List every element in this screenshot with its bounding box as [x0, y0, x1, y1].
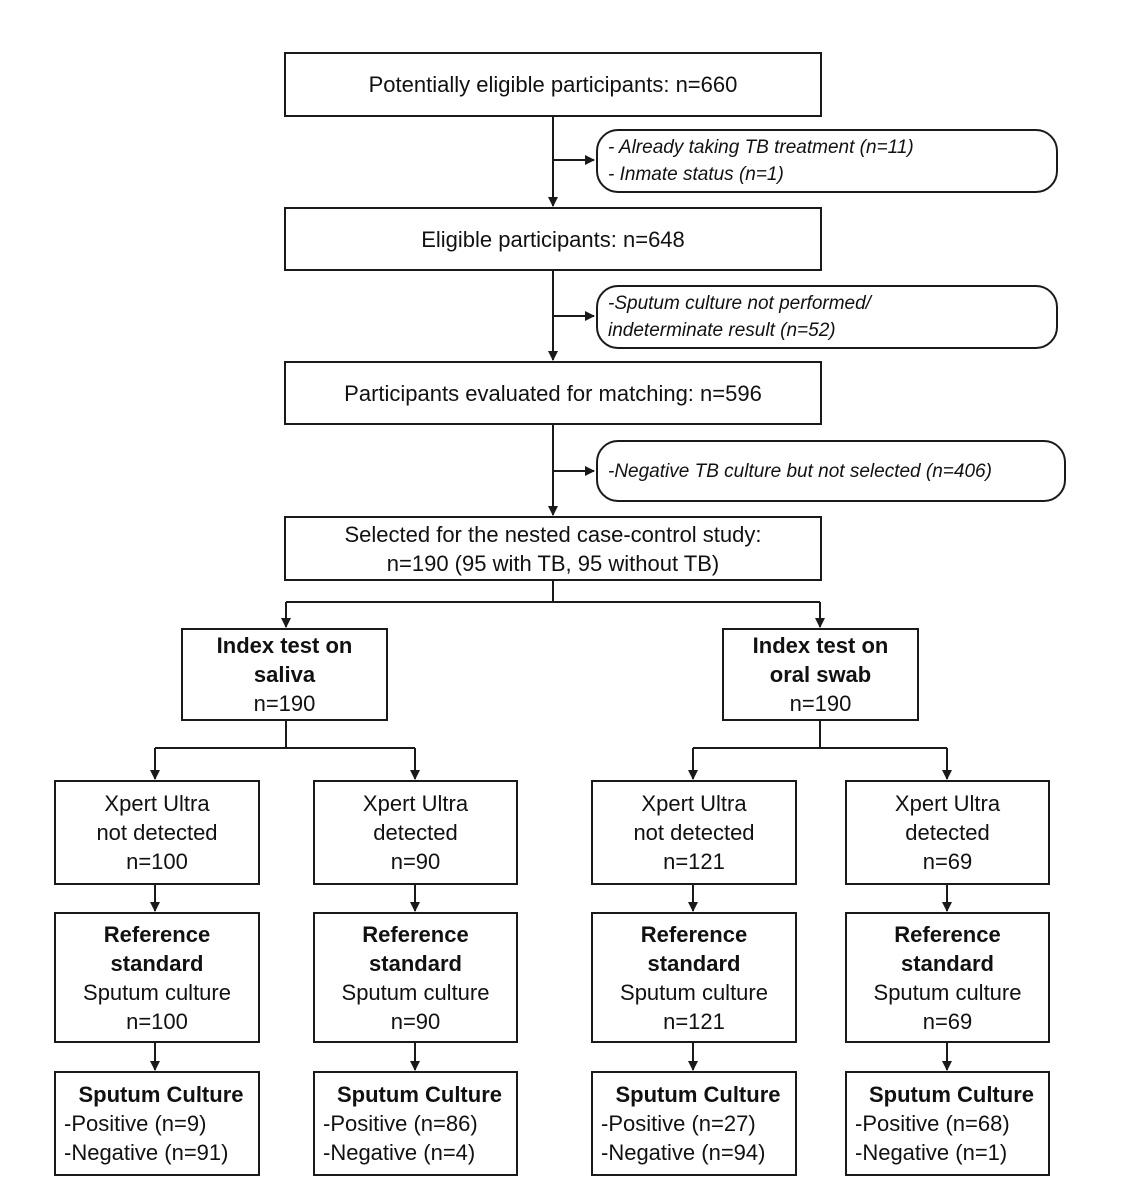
saliva-xpert-detected-box: Xpert Ultra detected n=90: [313, 780, 518, 885]
exclusion-box-2: -Sputum culture not performed/ indetermi…: [596, 285, 1058, 349]
xpert-result: detected: [373, 820, 458, 845]
eligible-participants-box: Eligible participants: n=648: [284, 207, 822, 271]
oral-nd-reference-box: Reference standard Sputum culture n=121: [591, 912, 797, 1043]
selected-study-box: Selected for the nested case-control stu…: [284, 516, 822, 581]
reference-n: n=121: [663, 1008, 725, 1034]
saliva-nd-culture-box: Sputum Culture -Positive (n=9) -Negative…: [54, 1071, 260, 1176]
culture-title: Sputum Culture: [869, 1082, 1034, 1107]
xpert-label: Xpert Ultra: [894, 791, 1001, 816]
culture-title: Sputum Culture: [78, 1082, 244, 1107]
exclusion-box-1: - Already taking TB treatment (n=11) - I…: [596, 129, 1058, 193]
oral-xpert-not-detected-box: Xpert Ultra not detected n=121: [591, 780, 797, 885]
exclusion-inmate: - Inmate status (n=1): [608, 164, 784, 185]
reference-n: n=90: [390, 1008, 441, 1034]
selected-study-line-1: Selected for the nested case-control stu…: [344, 521, 762, 547]
saliva-d-culture-box: Sputum Culture -Positive (n=86) -Negativ…: [313, 1071, 518, 1176]
oral-d-culture-box: Sputum Culture -Positive (n=68) -Negativ…: [845, 1071, 1050, 1176]
index-test-oral-box: Index test on oral swab n=190: [722, 628, 919, 721]
xpert-n: n=69: [922, 849, 973, 874]
xpert-label: Xpert Ultra: [362, 791, 469, 816]
index-oral-title-2: oral swab: [769, 662, 872, 687]
index-oral-n: n=190: [789, 691, 852, 716]
saliva-d-reference-box: Reference standard Sputum culture n=90: [313, 912, 518, 1043]
oral-nd-culture-box: Sputum Culture -Positive (n=27) -Negativ…: [591, 1071, 797, 1176]
index-saliva-n: n=190: [253, 691, 316, 716]
potential-participants-label: Potentially eligible participants: n=660: [368, 72, 738, 97]
culture-positive: -Positive (n=68): [855, 1111, 1010, 1136]
culture-negative: -Negative (n=1): [855, 1140, 1008, 1165]
index-saliva-title-2: saliva: [253, 662, 316, 687]
culture-title: Sputum Culture: [337, 1082, 502, 1107]
potential-participants-box: Potentially eligible participants: n=660: [284, 52, 822, 117]
reference-title-2: standard: [901, 950, 994, 976]
exclusion-negative-not-selected: -Negative TB culture but not selected (n…: [608, 460, 992, 482]
xpert-label: Xpert Ultra: [641, 791, 747, 816]
xpert-result: detected: [905, 820, 990, 845]
xpert-result: not detected: [96, 820, 218, 845]
saliva-nd-reference-box: Reference standard Sputum culture n=100: [54, 912, 260, 1043]
reference-title-2: standard: [647, 950, 741, 976]
reference-title-1: Reference: [640, 921, 748, 947]
reference-title-1: Reference: [103, 921, 211, 947]
culture-negative: -Negative (n=91): [64, 1140, 229, 1165]
index-oral-title-1: Index test on: [752, 633, 889, 658]
xpert-n: n=100: [126, 849, 188, 874]
exclusion-culture-line-2: indeterminate result (n=52): [608, 320, 836, 341]
reference-title-2: standard: [369, 950, 462, 976]
xpert-label: Xpert Ultra: [104, 791, 210, 816]
reference-n: n=69: [922, 1008, 973, 1034]
evaluated-participants-label: Participants evaluated for matching: n=5…: [344, 380, 762, 406]
reference-title-1: Reference: [894, 921, 1001, 947]
culture-title: Sputum Culture: [615, 1082, 781, 1107]
culture-positive: -Positive (n=9): [64, 1111, 207, 1136]
oral-d-reference-box: Reference standard Sputum culture n=69: [845, 912, 1050, 1043]
xpert-n: n=121: [663, 849, 725, 874]
reference-sub: Sputum culture: [873, 979, 1022, 1005]
culture-negative: -Negative (n=4): [323, 1140, 476, 1165]
xpert-n: n=90: [390, 849, 441, 874]
index-saliva-title-1: Index test on: [216, 633, 353, 658]
eligible-participants-label: Eligible participants: n=648: [421, 226, 685, 252]
oral-xpert-detected-box: Xpert Ultra detected n=69: [845, 780, 1050, 885]
evaluated-participants-box: Participants evaluated for matching: n=5…: [284, 361, 822, 425]
exclusion-culture-line-1: -Sputum culture not performed/: [608, 293, 871, 314]
culture-positive: -Positive (n=86): [323, 1111, 478, 1136]
reference-n: n=100: [126, 1008, 188, 1034]
reference-sub: Sputum culture: [620, 979, 768, 1005]
exclusion-box-3: -Negative TB culture but not selected (n…: [596, 440, 1066, 502]
reference-title-2: standard: [110, 950, 204, 976]
saliva-xpert-not-detected-box: Xpert Ultra not detected n=100: [54, 780, 260, 885]
xpert-result: not detected: [633, 820, 755, 845]
reference-title-1: Reference: [362, 921, 469, 947]
selected-study-line-2: n=190 (95 with TB, 95 without TB): [386, 550, 720, 576]
culture-positive: -Positive (n=27): [601, 1111, 756, 1136]
culture-negative: -Negative (n=94): [601, 1140, 766, 1165]
reference-sub: Sputum culture: [341, 979, 490, 1005]
index-test-saliva-box: Index test on saliva n=190: [181, 628, 388, 721]
reference-sub: Sputum culture: [83, 979, 231, 1005]
exclusion-tb-treatment: - Already taking TB treatment (n=11): [608, 137, 914, 158]
